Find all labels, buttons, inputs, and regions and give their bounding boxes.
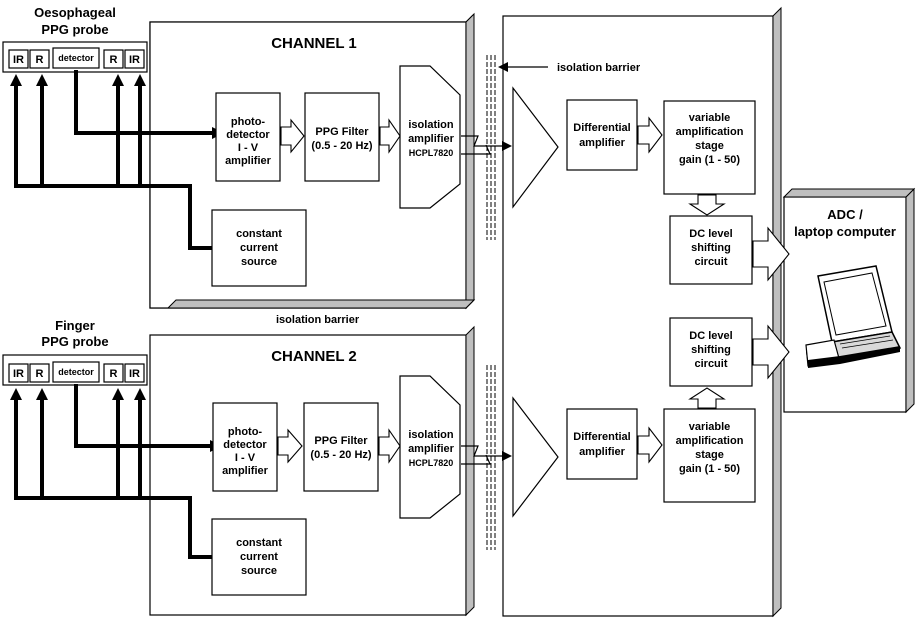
channel-2-filter-line1: PPG Filter <box>314 435 368 447</box>
right-1-diff-line1: Differential <box>573 122 630 134</box>
channel-2-title: CHANNEL 2 <box>271 348 357 365</box>
channel-1-current-line1: constant <box>236 228 282 240</box>
channel-1-link-upper <box>461 135 510 147</box>
right-2-gain-line2: amplification <box>676 435 744 447</box>
probe-1-cell-r-right: R <box>110 54 118 66</box>
adc-title-line2: laptop computer <box>794 224 896 239</box>
right-2-diff-line2: amplifier <box>579 446 626 458</box>
adc-title-line1: ADC / <box>827 207 863 222</box>
probe-2-title-line1: Finger <box>55 318 95 333</box>
channel-1-iso-line2: amplifier <box>408 133 455 145</box>
probe-2: IR R detector R IR <box>2 354 148 386</box>
right-1-gain-line2: amplification <box>676 126 744 138</box>
channel-1-isolation-amplifier <box>399 65 461 209</box>
right-1-dc-line3: circuit <box>694 256 727 268</box>
right-1-arrow-dc-to-adc <box>752 226 790 282</box>
channel-2-iso-line3: HCPL7820 <box>409 458 454 468</box>
probe-1-cell-ir-right: IR <box>129 54 140 66</box>
right-1-input-triangle <box>512 86 559 209</box>
probe-2-title-line2: PPG probe <box>41 334 108 349</box>
channel-1-photo-line2: detector <box>226 129 270 141</box>
channel-1-iso-line3: HCPL7820 <box>409 148 454 158</box>
right-1-gain-line1: variable <box>689 112 731 124</box>
probe-1-cell-detector: detector <box>58 53 94 63</box>
channel-2-current-source-box <box>211 518 307 596</box>
channel-2-current-line2: current <box>240 551 278 563</box>
channel-2-filter-box <box>303 402 379 492</box>
right-1-gain-box <box>663 100 756 195</box>
right-2-dc-box <box>669 317 753 387</box>
channel-2-isolation-amplifier <box>399 375 461 519</box>
channel-1-title: CHANNEL 1 <box>271 35 357 52</box>
probe-1-wiring <box>10 70 224 250</box>
channel-2-current-line1: constant <box>236 537 282 549</box>
isolation-barrier-1 <box>486 55 496 240</box>
right-2-gain-line3: stage <box>695 449 724 461</box>
probe-2-cell-detector: detector <box>58 367 94 377</box>
probe-2-cell-r-right: R <box>110 368 118 380</box>
channel-1-arrow-photo-to-filter <box>280 118 305 154</box>
right-2-input-triangle <box>512 396 559 518</box>
probe-1: IR R detector R IR <box>2 41 148 73</box>
right-2-arrow-gain-to-dc <box>688 387 726 409</box>
channel-2-arrow-filter-to-iso <box>378 428 401 464</box>
probe-2-cell-r-left: R <box>36 368 44 380</box>
right-2-diff-line1: Differential <box>573 431 630 443</box>
channel-2-link-upper <box>461 445 510 457</box>
right-2-arrow-diff-to-gain <box>637 426 663 464</box>
probe-2-cell-ir-left: IR <box>13 368 24 380</box>
probe-1-title-line2: PPG probe <box>41 22 108 37</box>
right-2-dc-line2: shifting <box>691 344 731 356</box>
channel-2-iso-line1: isolation <box>408 429 454 441</box>
laptop-icon <box>805 265 902 368</box>
right-1-dc-line1: DC level <box>689 228 732 240</box>
channel-1-current-line3: source <box>241 256 277 268</box>
channel-2-photodetector-box <box>212 402 278 492</box>
right-1-gain-line3: stage <box>695 140 724 152</box>
channel-1-photo-line1: photo- <box>231 116 266 128</box>
channel-1-iso-line1: isolation <box>408 119 454 131</box>
right-2-gain-line4: gain (1 - 50) <box>679 463 740 475</box>
channel-2-photo-line4: amplifier <box>222 465 269 477</box>
probe-1-cell-ir-left: IR <box>13 54 24 66</box>
channel-2-photo-line1: photo- <box>228 426 263 438</box>
channel-1-current-line2: current <box>240 242 278 254</box>
right-2-gain-box <box>663 408 756 503</box>
isolation-barrier-2 <box>486 365 496 550</box>
right-1-arrow-diff-to-gain <box>637 116 663 154</box>
channel-1-photo-line3: I - V <box>238 142 259 154</box>
channel-2-photo-line3: I - V <box>235 452 256 464</box>
channel-2-filter-line2: (0.5 - 20 Hz) <box>310 449 371 461</box>
channel-2-iso-line2: amplifier <box>408 443 455 455</box>
right-2-arrow-dc-to-adc <box>752 324 790 380</box>
right-2-dc-line3: circuit <box>694 358 727 370</box>
right-1-differential-box <box>566 99 638 171</box>
right-2-gain-line1: variable <box>689 421 731 433</box>
right-1-diff-line2: amplifier <box>579 137 626 149</box>
channel-1-filter-box <box>304 92 380 182</box>
processing-panel <box>502 6 782 618</box>
probe-2-cell-ir-right: IR <box>129 368 140 380</box>
right-2-dc-line1: DC level <box>689 330 732 342</box>
probe-1-cell-r-left: R <box>36 54 44 66</box>
channel-2-current-line3: source <box>241 565 277 577</box>
channel-2-photo-line2: detector <box>223 439 267 451</box>
channel-1-photodetector-box <box>215 92 281 182</box>
probe-1-title-line1: Oesophageal <box>34 5 116 20</box>
right-1-gain-line4: gain (1 - 50) <box>679 154 740 166</box>
right-2-differential-box <box>566 408 638 480</box>
isolation-barrier-label-top: isolation barrier <box>557 62 641 74</box>
right-1-dc-line2: shifting <box>691 242 731 254</box>
channel-1-arrow-filter-to-iso <box>379 118 401 154</box>
channel-1-filter-line2: (0.5 - 20 Hz) <box>311 140 372 152</box>
isolation-barrier-label-mid: isolation barrier <box>276 314 360 326</box>
right-1-arrow-gain-to-dc <box>688 194 726 216</box>
channel-1-current-source-box <box>211 209 307 287</box>
channel-1-photo-line4: amplifier <box>225 155 272 167</box>
channel-2-arrow-photo-to-filter <box>277 428 303 464</box>
right-1-dc-box <box>669 215 753 285</box>
channel-1-filter-line1: PPG Filter <box>315 126 369 138</box>
